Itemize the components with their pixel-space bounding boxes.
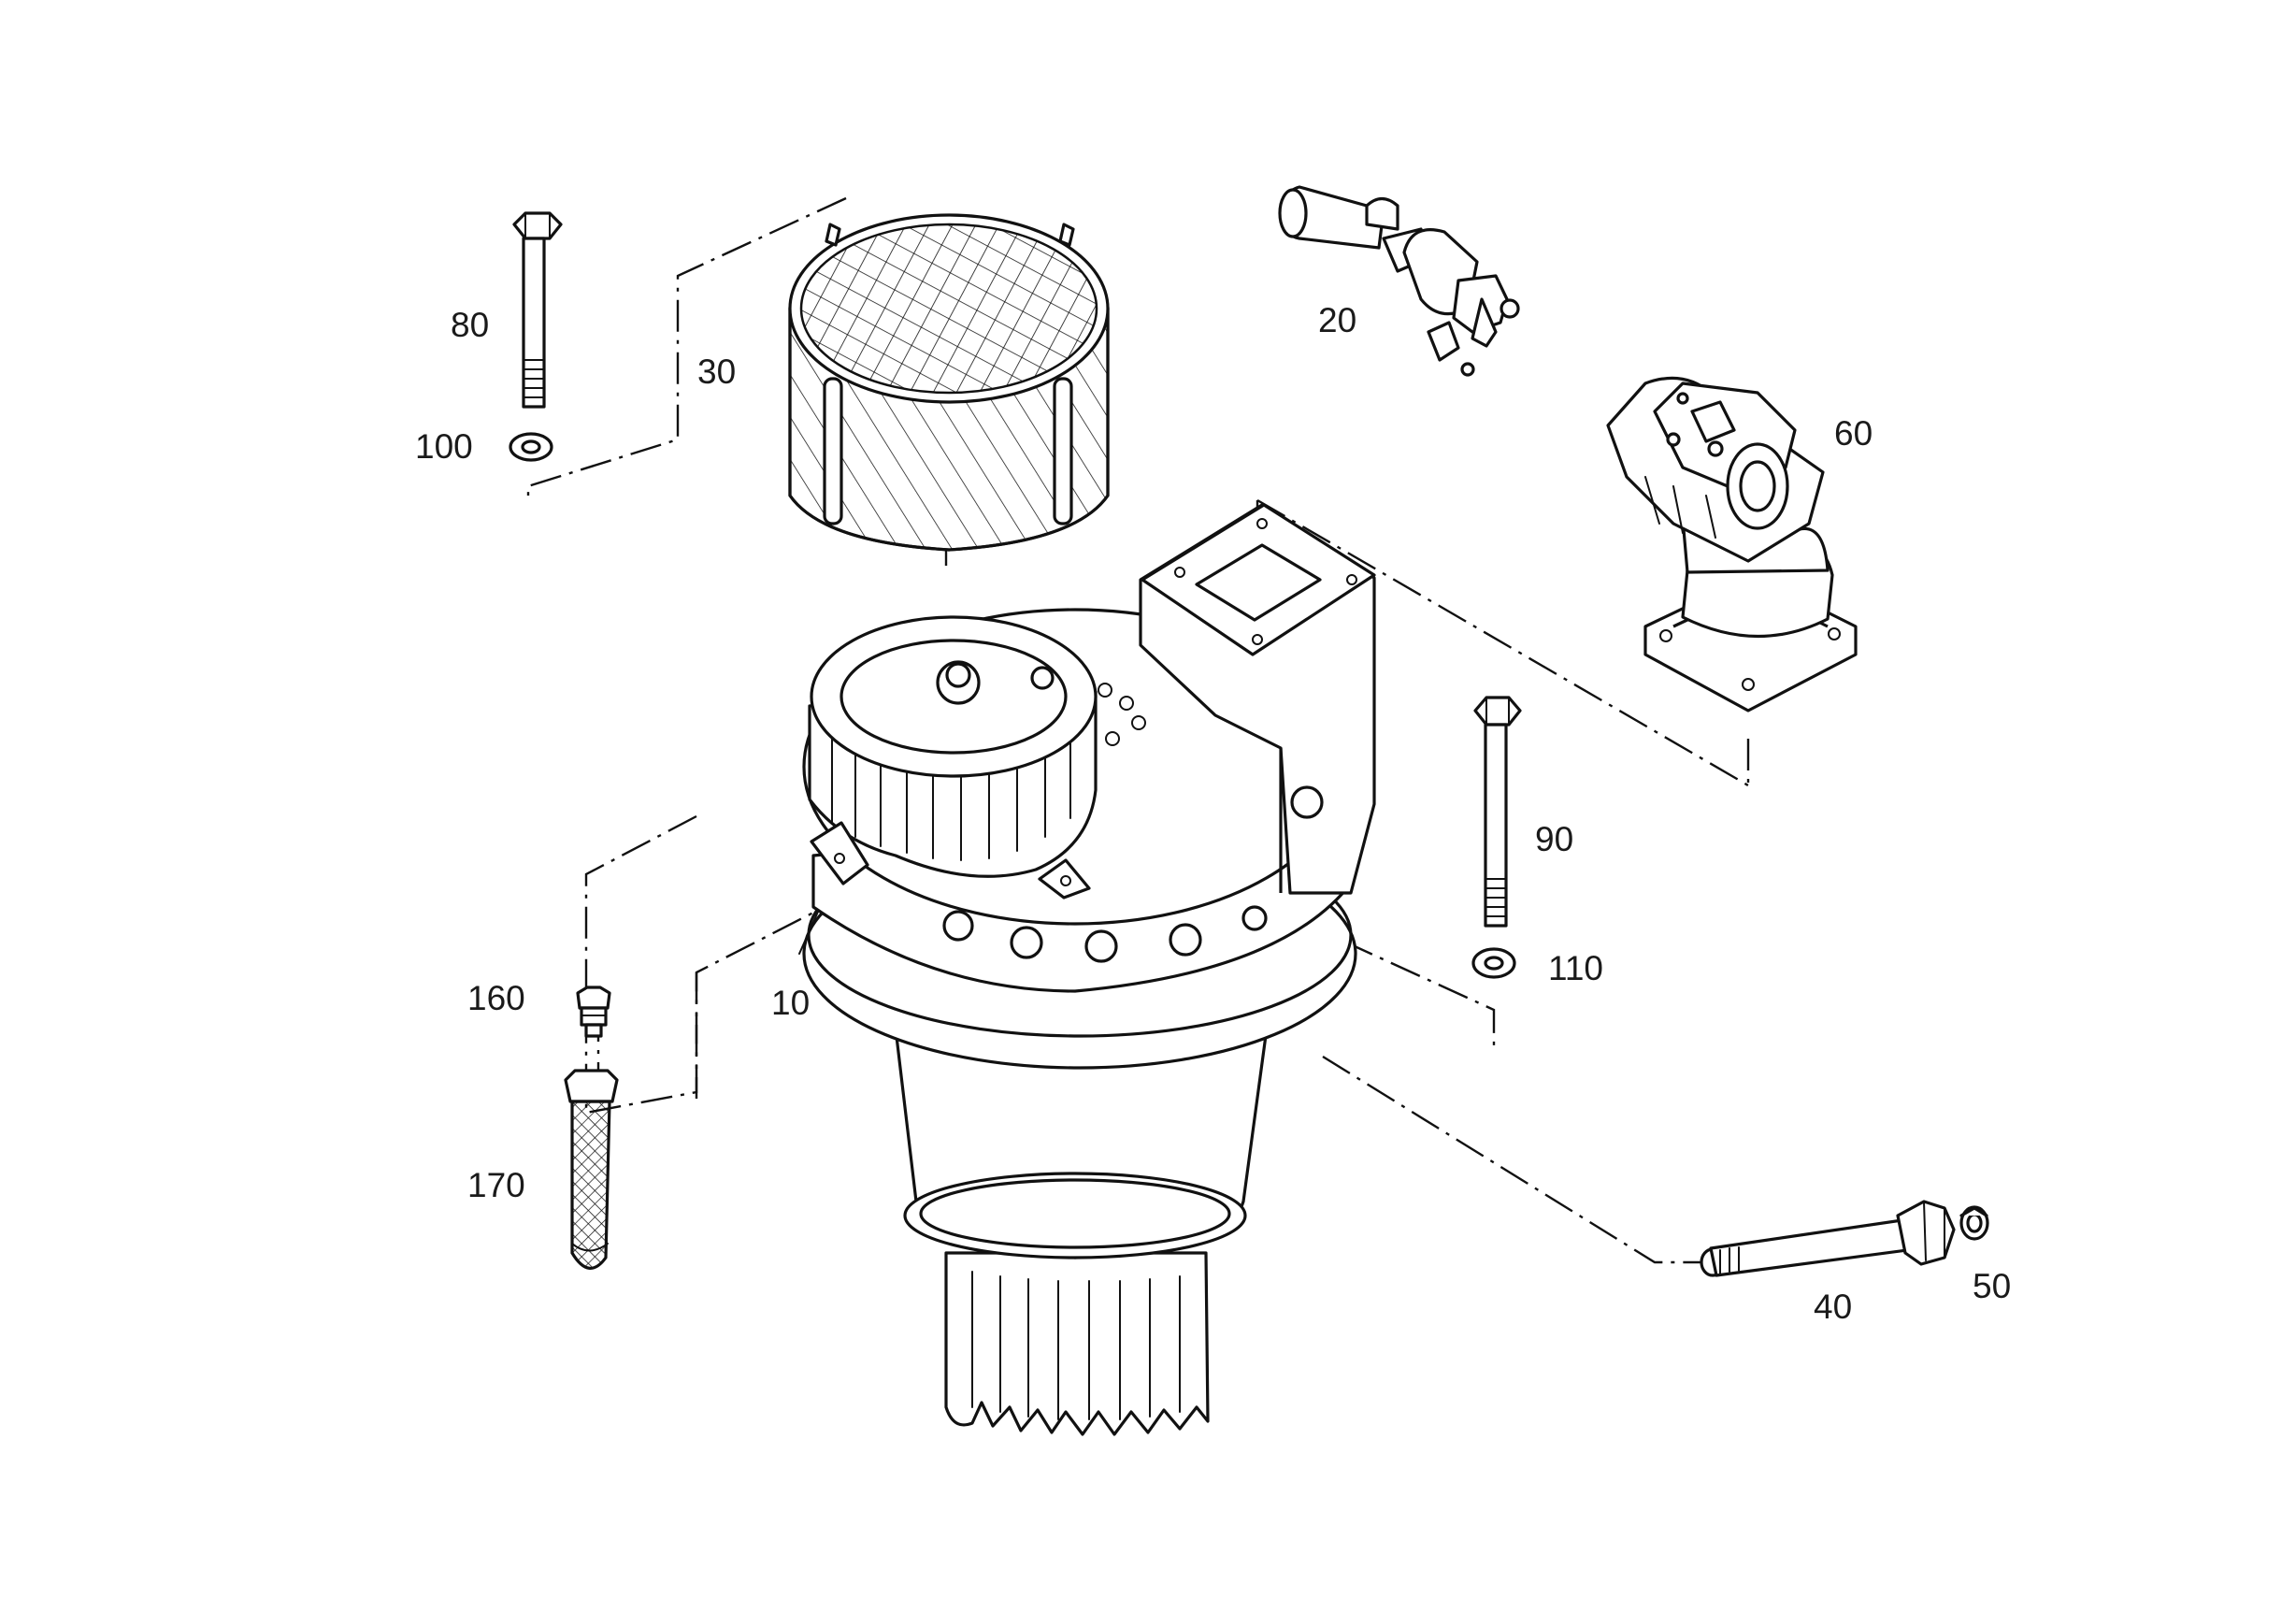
- callout-40: 40: [1814, 1288, 1852, 1326]
- callout-100: 100: [415, 427, 473, 466]
- hydraulic-motor-part-60: [1606, 376, 1858, 712]
- outlet-flange: [1141, 503, 1376, 656]
- callout-labels: 10 20 30 40 50 60 80 90 100 110 160 170: [415, 301, 2011, 1326]
- callout-80: 80: [451, 306, 489, 344]
- valve-assembly-part-20: [1278, 185, 1520, 377]
- pipe-part-40: [1700, 1200, 1956, 1277]
- callout-50: 50: [1973, 1267, 2011, 1305]
- fitting-part-160: [576, 986, 611, 1038]
- gearbox-housing-part-10: [798, 503, 1376, 1436]
- callout-20: 20: [1318, 301, 1356, 339]
- flange-bolts: [942, 905, 1268, 963]
- callout-110: 110: [1548, 949, 1603, 987]
- washer-part-100: [509, 432, 553, 462]
- pinion-gear: [944, 1251, 1210, 1436]
- assembly-chain-lines: [526, 196, 1750, 1264]
- callout-10: 10: [771, 984, 810, 1022]
- callout-30: 30: [697, 353, 736, 391]
- hose-part-170: [564, 1069, 619, 1270]
- plug-part-50: [1959, 1205, 1989, 1241]
- callout-160: 160: [467, 979, 525, 1017]
- callout-60: 60: [1834, 414, 1873, 453]
- washer-part-110: [1471, 947, 1516, 979]
- strainer-basket-part-30: [788, 213, 1110, 552]
- bolt-part-90: [1473, 696, 1522, 928]
- bolt-part-80: [512, 211, 563, 409]
- callout-170: 170: [467, 1166, 525, 1204]
- motor-cap: [808, 615, 1098, 900]
- lower-oring: [903, 1172, 1247, 1259]
- callout-90: 90: [1535, 820, 1573, 858]
